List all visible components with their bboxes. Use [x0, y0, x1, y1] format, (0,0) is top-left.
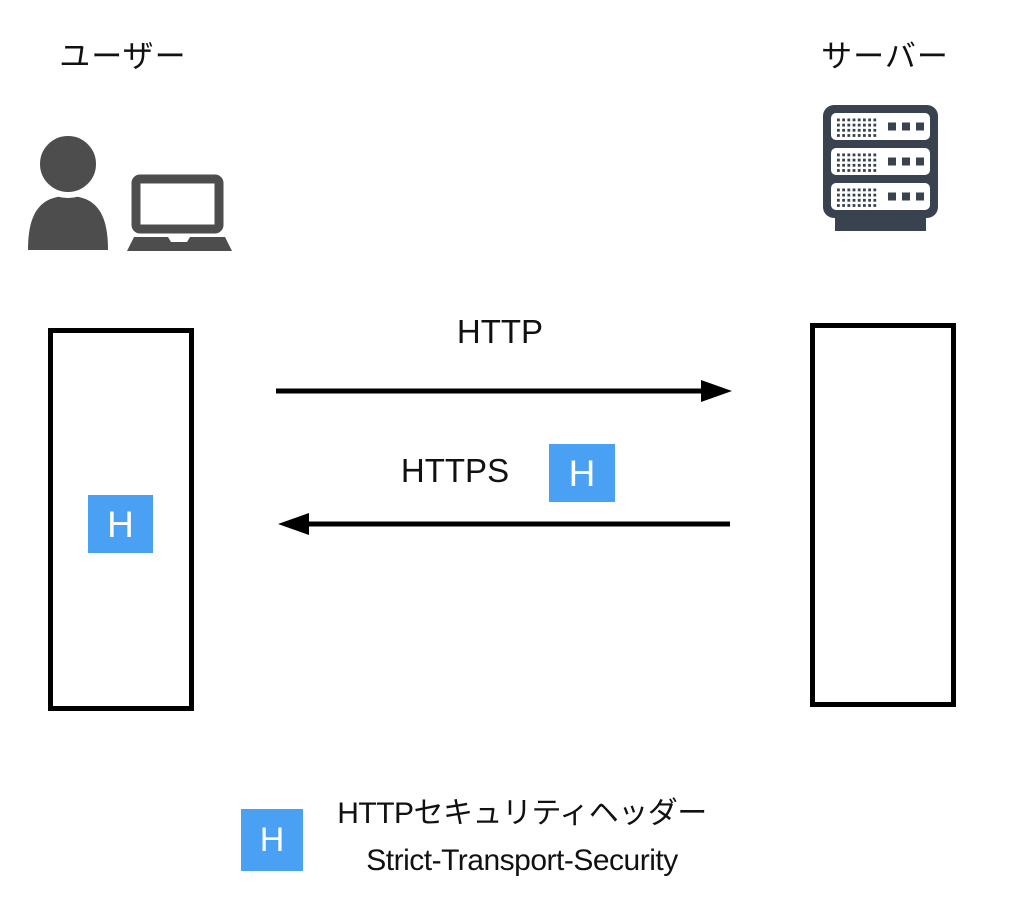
- hsts-badge-letter: H: [107, 503, 134, 545]
- legend-line-2: Strict-Transport-Security: [366, 844, 678, 877]
- user-label: ユーザー: [59, 39, 187, 74]
- hsts-badge-letter: H: [259, 821, 285, 859]
- server-label: サーバー: [821, 39, 949, 74]
- hsts-header-badge-stored: H: [88, 495, 153, 553]
- laptop-icon: [127, 174, 232, 251]
- user-person-laptop-icon: [28, 130, 232, 251]
- legend-hsts-badge: H: [241, 809, 303, 871]
- http-request-label: HTTP: [456, 313, 544, 350]
- hsts-header-badge-response: H: [549, 444, 615, 502]
- https-response-label: HTTPS: [400, 452, 510, 489]
- legend-line-1: HTTPセキュリティヘッダー: [337, 797, 707, 830]
- server-vent-dots: [837, 118, 877, 207]
- server-box: [810, 323, 956, 707]
- https-response-arrow: [278, 513, 730, 535]
- http-request-arrow: [276, 380, 732, 402]
- server-led-squares: [888, 122, 924, 201]
- server-unit-slots: [831, 113, 930, 210]
- hsts-badge-letter: H: [568, 452, 596, 494]
- legend-text: HTTPセキュリティヘッダー Strict-Transport-Security: [322, 790, 722, 884]
- person-icon: [28, 130, 108, 250]
- server-rack-icon: [823, 105, 938, 231]
